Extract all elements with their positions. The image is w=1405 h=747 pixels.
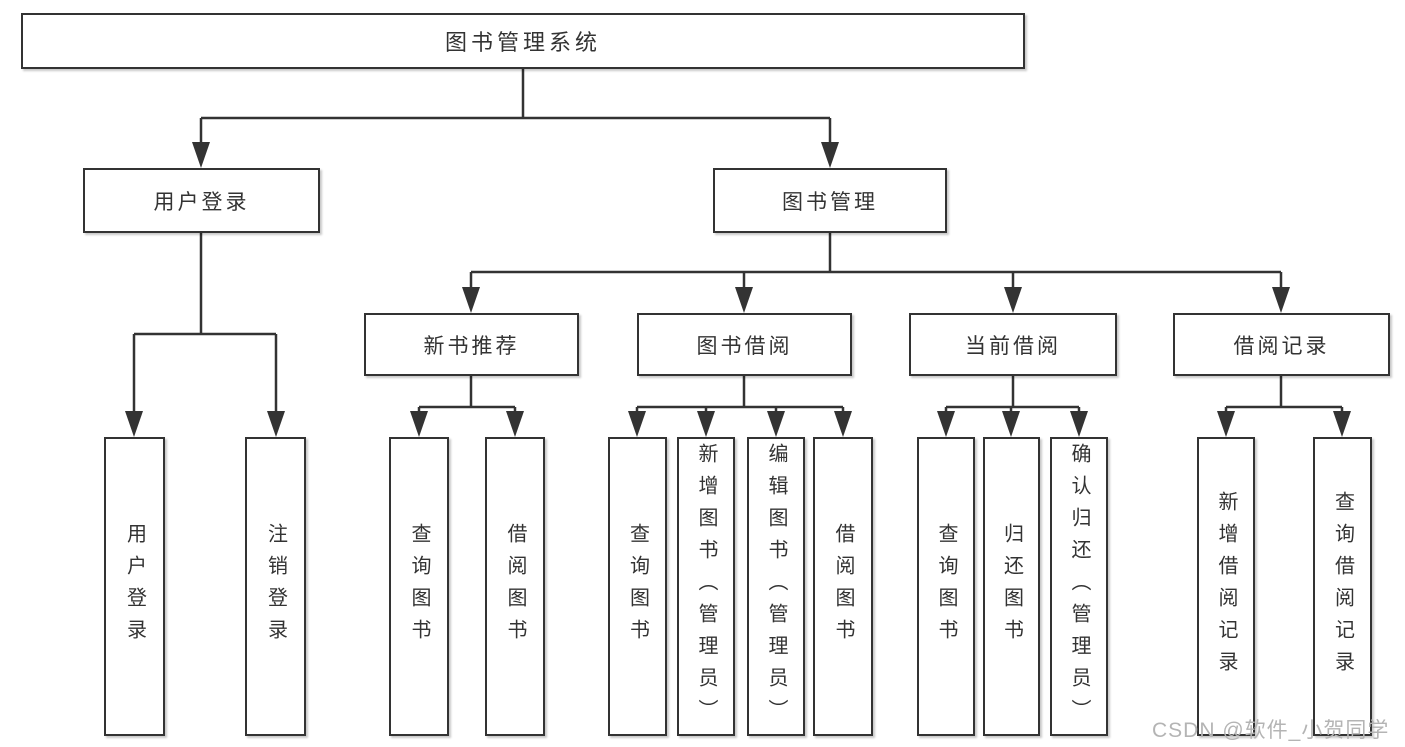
watermark: CSDN @软件_小贺同学	[1152, 719, 1390, 742]
arrowhead-down-icon	[1217, 411, 1235, 437]
arrowhead-down-icon	[1272, 287, 1290, 313]
leaf-label: 查询图书	[935, 522, 957, 651]
arrowhead-down-icon	[1070, 411, 1088, 437]
leaf-label: 归还图书	[1000, 522, 1023, 651]
leaf-add-books-admin: 新增图书（管理员）	[677, 437, 735, 736]
leaf-confirm-return-admin: 确认归还（管理员）	[1050, 437, 1108, 736]
arrowhead-down-icon	[462, 287, 480, 313]
leaf-user-login: 用户登录	[104, 437, 165, 736]
leaf-query-books: 查询图书	[608, 437, 667, 736]
arrowhead-down-icon	[834, 411, 852, 437]
leaf-query-borrow-record: 查询借阅记录	[1313, 437, 1372, 736]
arrowhead-down-icon	[735, 287, 753, 313]
node-user-login: 用户登录	[83, 168, 320, 233]
leaf-label: 编辑图书（管理员）	[765, 442, 787, 731]
leaf-label: 查询借阅记录	[1331, 490, 1354, 683]
leaf-label: 查询图书	[626, 522, 649, 651]
node-library-management-system: 图书管理系统	[21, 13, 1025, 69]
leaf-label: 新增图书（管理员）	[695, 442, 717, 731]
arrowhead-down-icon	[267, 411, 285, 437]
arrowhead-down-icon	[937, 411, 955, 437]
leaf-edit-books-admin: 编辑图书（管理员）	[747, 437, 805, 736]
arrowhead-down-icon	[628, 411, 646, 437]
leaf-label: 借阅图书	[504, 522, 526, 651]
leaf-borrow-books: 借阅图书	[485, 437, 545, 736]
leaf-label: 注销登录	[264, 522, 287, 651]
leaf-borrow-books: 借阅图书	[813, 437, 873, 736]
leaf-query-books: 查询图书	[917, 437, 975, 736]
node-book-borrowing: 图书借阅	[637, 313, 852, 376]
node-new-book-recommendation: 新书推荐	[364, 313, 579, 376]
arrowhead-down-icon	[821, 142, 839, 168]
node-current-borrowing: 当前借阅	[909, 313, 1117, 376]
arrowhead-down-icon	[697, 411, 715, 437]
leaf-label: 查询图书	[408, 522, 430, 651]
arrowhead-down-icon	[410, 411, 428, 437]
leaf-add-borrow-record: 新增借阅记录	[1197, 437, 1255, 736]
leaf-return-books: 归还图书	[983, 437, 1040, 736]
leaf-label: 用户登录	[123, 522, 146, 651]
arrowhead-down-icon	[1333, 411, 1351, 437]
leaf-query-books: 查询图书	[389, 437, 449, 736]
node-borrowing-records: 借阅记录	[1173, 313, 1390, 376]
arrowhead-down-icon	[1002, 411, 1020, 437]
leaf-label: 新增借阅记录	[1215, 490, 1237, 683]
arrowhead-down-icon	[192, 142, 210, 168]
arrowhead-down-icon	[506, 411, 524, 437]
arrowhead-down-icon	[1004, 287, 1022, 313]
leaf-label: 借阅图书	[832, 522, 854, 651]
arrowhead-down-icon	[767, 411, 785, 437]
arrowhead-down-icon	[125, 411, 143, 437]
node-book-management: 图书管理	[713, 168, 947, 233]
leaf-label: 确认归还（管理员）	[1068, 442, 1090, 731]
leaf-logout: 注销登录	[245, 437, 306, 736]
